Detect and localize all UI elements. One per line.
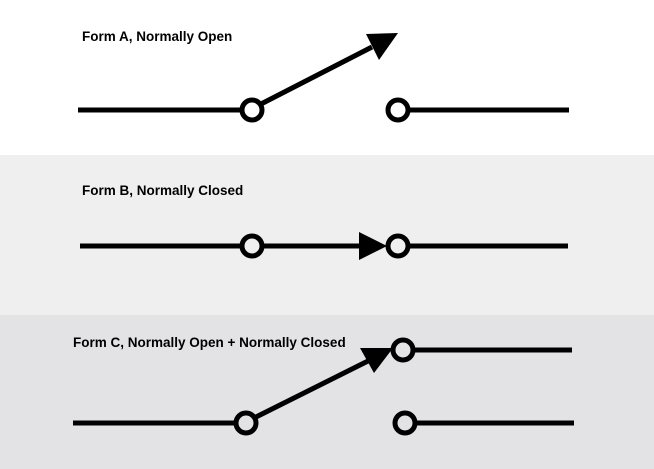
form-a-switch-arm bbox=[259, 44, 374, 107]
form-a-title: Form A, Normally Open bbox=[82, 29, 233, 44]
form-b-switch-diagram bbox=[80, 232, 568, 260]
form-b-panel: Form B, Normally Closed bbox=[0, 155, 654, 315]
form-b-title: Form B, Normally Closed bbox=[82, 183, 244, 198]
form-b-arrowhead bbox=[359, 232, 387, 260]
form-c-normally-closed-terminal bbox=[392, 410, 418, 436]
form-c-switch-arm bbox=[254, 358, 370, 420]
form-b-common-terminal bbox=[239, 233, 265, 259]
form-a-contact-terminal bbox=[385, 97, 411, 123]
form-c-title: Form C, Normally Open + Normally Closed bbox=[73, 335, 346, 350]
form-a-switch-diagram bbox=[78, 33, 569, 123]
form-a-panel: Form A, Normally Open bbox=[0, 0, 654, 155]
form-c-normally-open-terminal bbox=[390, 337, 416, 363]
form-c-panel: Form C, Normally Open + Normally Closed bbox=[0, 315, 654, 469]
form-a-common-terminal bbox=[239, 97, 265, 123]
form-c-common-terminal bbox=[233, 410, 259, 436]
form-a-arrowhead bbox=[366, 33, 398, 60]
form-c-switch-diagram bbox=[73, 337, 574, 436]
form-b-contact-terminal bbox=[385, 233, 411, 259]
form-c-arrowhead bbox=[360, 348, 393, 373]
